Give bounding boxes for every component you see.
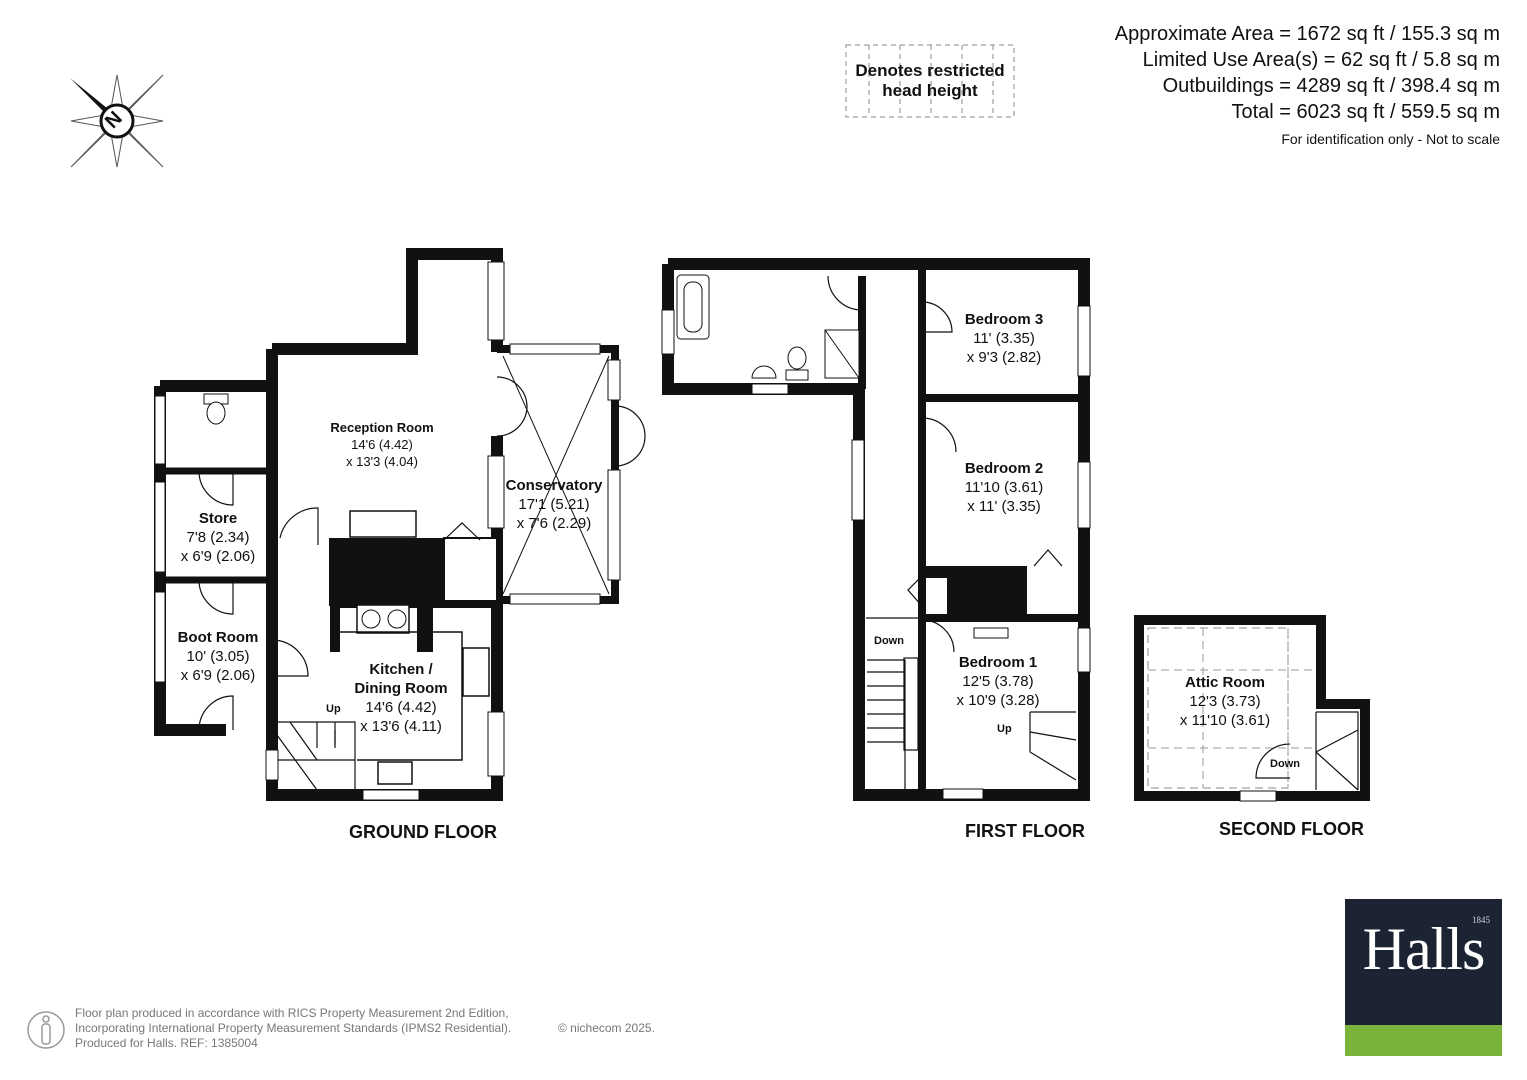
room-conservatory: Conservatory 17'1 (5.21) x 7'6 (2.29) [498,476,610,533]
room-boot: Boot Room 10' (3.05) x 6'9 (2.06) [166,628,270,685]
room-dim-1: 17'1 (5.21) [518,496,590,513]
room-name: Bedroom 1 [958,654,1038,671]
room-name: Boot Room [177,629,259,646]
room-dim-1: 12'3 (3.73) [1189,693,1261,710]
copyright-text: © nichecom 2025. [558,1021,655,1035]
room-name: Store [198,510,238,527]
halls-logo: 1845 Halls [1345,899,1502,1056]
footer-line-2: Incorporating International Property Mea… [75,1021,512,1035]
room-name: Reception Room [330,420,434,435]
room-dim-2: x 7'6 (2.29) [516,515,592,532]
outbuildings-area: Outbuildings = 4289 sq ft / 398.4 sq m [1162,75,1500,97]
room-dim-2: x 6'9 (2.06) [180,548,256,565]
logo-year: 1845 [1472,915,1490,925]
room-dim-1: 12'5 (3.78) [962,673,1034,690]
room-attic: Attic Room 12'3 (3.73) x 11'10 (3.61) [1155,673,1295,730]
room-dim-2: x 9'3 (2.82) [966,349,1042,366]
room-dim-1: 14'6 (4.42) [365,699,437,716]
label-second-floor: SECOND FLOOR [1219,819,1365,839]
room-reception: Reception Room 14'6 (4.42) x 13'3 (4.04) [312,419,452,470]
legend-line-1: Denotes restricted [855,61,1005,80]
room-bedroom-3: Bedroom 3 11' (3.35) x 9'3 (2.82) [934,310,1074,367]
room-kitchen: Kitchen / Dining Room 14'6 (4.42) x 13'6… [336,660,466,736]
person-icon [27,1011,65,1049]
room-dim-2: x 11'10 (3.61) [1179,712,1271,729]
limited-use-area: Limited Use Area(s) = 62 sq ft / 5.8 sq … [1142,49,1500,71]
room-store: Store 7'8 (2.34) x 6'9 (2.06) [166,509,270,566]
room-dim-1: 7'8 (2.34) [186,529,250,546]
legend-restricted-height: Denotes restricted head height [846,61,1014,101]
room-bedroom-2: Bedroom 2 11'10 (3.61) x 11' (3.35) [934,459,1074,516]
room-name-2: Dining Room [354,680,448,697]
first-floor-walls [662,258,1090,801]
logo-wordmark: Halls [1362,916,1486,982]
stair-up-ground: Up [326,703,341,715]
room-dim-2: x 13'3 (4.04) [346,454,418,469]
stair-up-first: Up [997,723,1012,735]
stair-down-second: Down [1270,758,1300,770]
label-ground-floor: GROUND FLOOR [349,822,497,842]
room-name: Bedroom 3 [964,311,1044,328]
room-dim-2: x 10'9 (3.28) [956,692,1040,709]
footer-disclaimer: Floor plan produced in accordance with R… [75,1006,511,1051]
approximate-area: Approximate Area = 1672 sq ft / 155.3 sq… [1114,23,1500,45]
room-dim-2: x 11' (3.35) [967,498,1041,515]
room-dim-1: 10' (3.05) [186,648,250,665]
logo-green-band [1345,1025,1502,1056]
room-dim-2: x 6'9 (2.06) [180,667,256,684]
footer-line-3: Produced for Halls. REF: 1385004 [75,1036,258,1050]
room-dim-2: x 13'6 (4.11) [360,718,442,735]
room-dim-1: 14'6 (4.42) [351,437,413,452]
room-name-1: Kitchen / [369,661,433,678]
room-name: Bedroom 2 [964,460,1044,477]
label-first-floor: FIRST FLOOR [965,821,1085,841]
footer-line-1: Floor plan produced in accordance with R… [75,1006,509,1020]
total-area: Total = 6023 sq ft / 559.5 sq m [1231,101,1501,123]
not-to-scale-note: For identification only - Not to scale [1281,131,1500,147]
room-dim-1: 11'10 (3.61) [964,479,1044,496]
room-name: Conservatory [505,477,603,494]
room-bedroom-1: Bedroom 1 12'5 (3.78) x 10'9 (3.28) [928,653,1068,710]
room-dim-1: 11' (3.35) [973,330,1035,347]
legend-line-2: head height [882,81,978,100]
second-floor-walls [1134,615,1370,801]
room-name: Attic Room [1185,674,1265,691]
stair-down-first: Down [874,635,904,647]
compass-rose-icon [70,74,164,168]
